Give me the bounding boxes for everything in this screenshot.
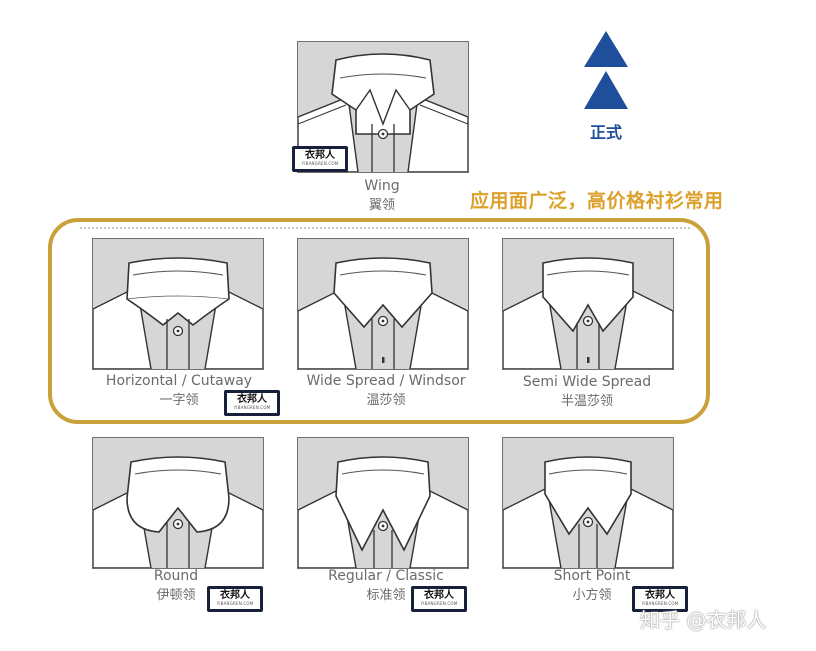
watermark: 知乎 @衣邦人 (640, 608, 767, 632)
caption-zh: 温莎领 (366, 393, 406, 408)
caption-en: Short Point (553, 568, 631, 584)
formal-label: 正式 (589, 123, 622, 142)
collar-image-short-point (502, 437, 674, 569)
divider-dotted (80, 227, 690, 229)
caption-round: Round 伊顿领 (46, 567, 306, 605)
caption-semi-wide-spread: Semi Wide Spread 半温莎领 (457, 373, 717, 411)
collar-image-wide-spread-windsor (297, 238, 469, 370)
caption-zh: 半温莎领 (560, 394, 613, 409)
brand-stamp-domain: YIBANGREN.COM (641, 601, 679, 606)
brand-stamp-name: 衣邦人 (645, 590, 675, 601)
caption-wide-spread-windsor: Wide Spread / Windsor 温莎领 (256, 372, 516, 410)
collar-image-round (92, 437, 264, 569)
formal-arrows-icon (584, 31, 628, 109)
caption-en: Wing (364, 178, 400, 194)
brand-stamp-domain: YIBANGREN.COM (233, 405, 271, 410)
caption-en: Horizontal / Cutaway (105, 373, 253, 389)
collar-image-regular-classic (297, 437, 469, 569)
caption-wing: Wing 翼领 (252, 177, 512, 215)
brand-stamp-name: 衣邦人 (424, 590, 454, 601)
caption-zh: 一字领 (159, 393, 199, 408)
brand-stamp-domain: YIBANGREN.COM (420, 601, 458, 606)
collar-image-horizontal-cutaway (92, 238, 264, 370)
brand-stamp-name: 衣邦人 (305, 150, 335, 161)
brand-stamp-domain: YIBANGREN.COM (216, 601, 254, 606)
brand-stamp-name: 衣邦人 (237, 394, 267, 405)
caption-en: Round (153, 568, 199, 584)
collar-image-semi-wide-spread (502, 238, 674, 370)
brand-stamp-name: 衣邦人 (220, 590, 250, 601)
caption-en: Semi Wide Spread (522, 374, 652, 390)
caption-en: Regular / Classic (328, 568, 444, 584)
caption-zh: 翼领 (368, 198, 395, 213)
headline: 应用面广泛，高价格衬衫常用 (470, 190, 724, 212)
caption-horizontal-cutaway: Horizontal / Cutaway 一字领 (49, 372, 309, 410)
caption-zh: 小方领 (572, 588, 612, 603)
highlight-frame (48, 218, 710, 424)
caption-short-point: Short Point 小方领 (462, 567, 722, 605)
caption-zh: 伊顿领 (156, 588, 196, 603)
caption-regular-classic: Regular / Classic 标准领 (256, 567, 516, 605)
brand-stamp-domain: YIBANGREN.COM (301, 161, 339, 166)
caption-en: Wide Spread / Windsor (306, 373, 466, 389)
caption-zh: 标准领 (366, 588, 406, 603)
